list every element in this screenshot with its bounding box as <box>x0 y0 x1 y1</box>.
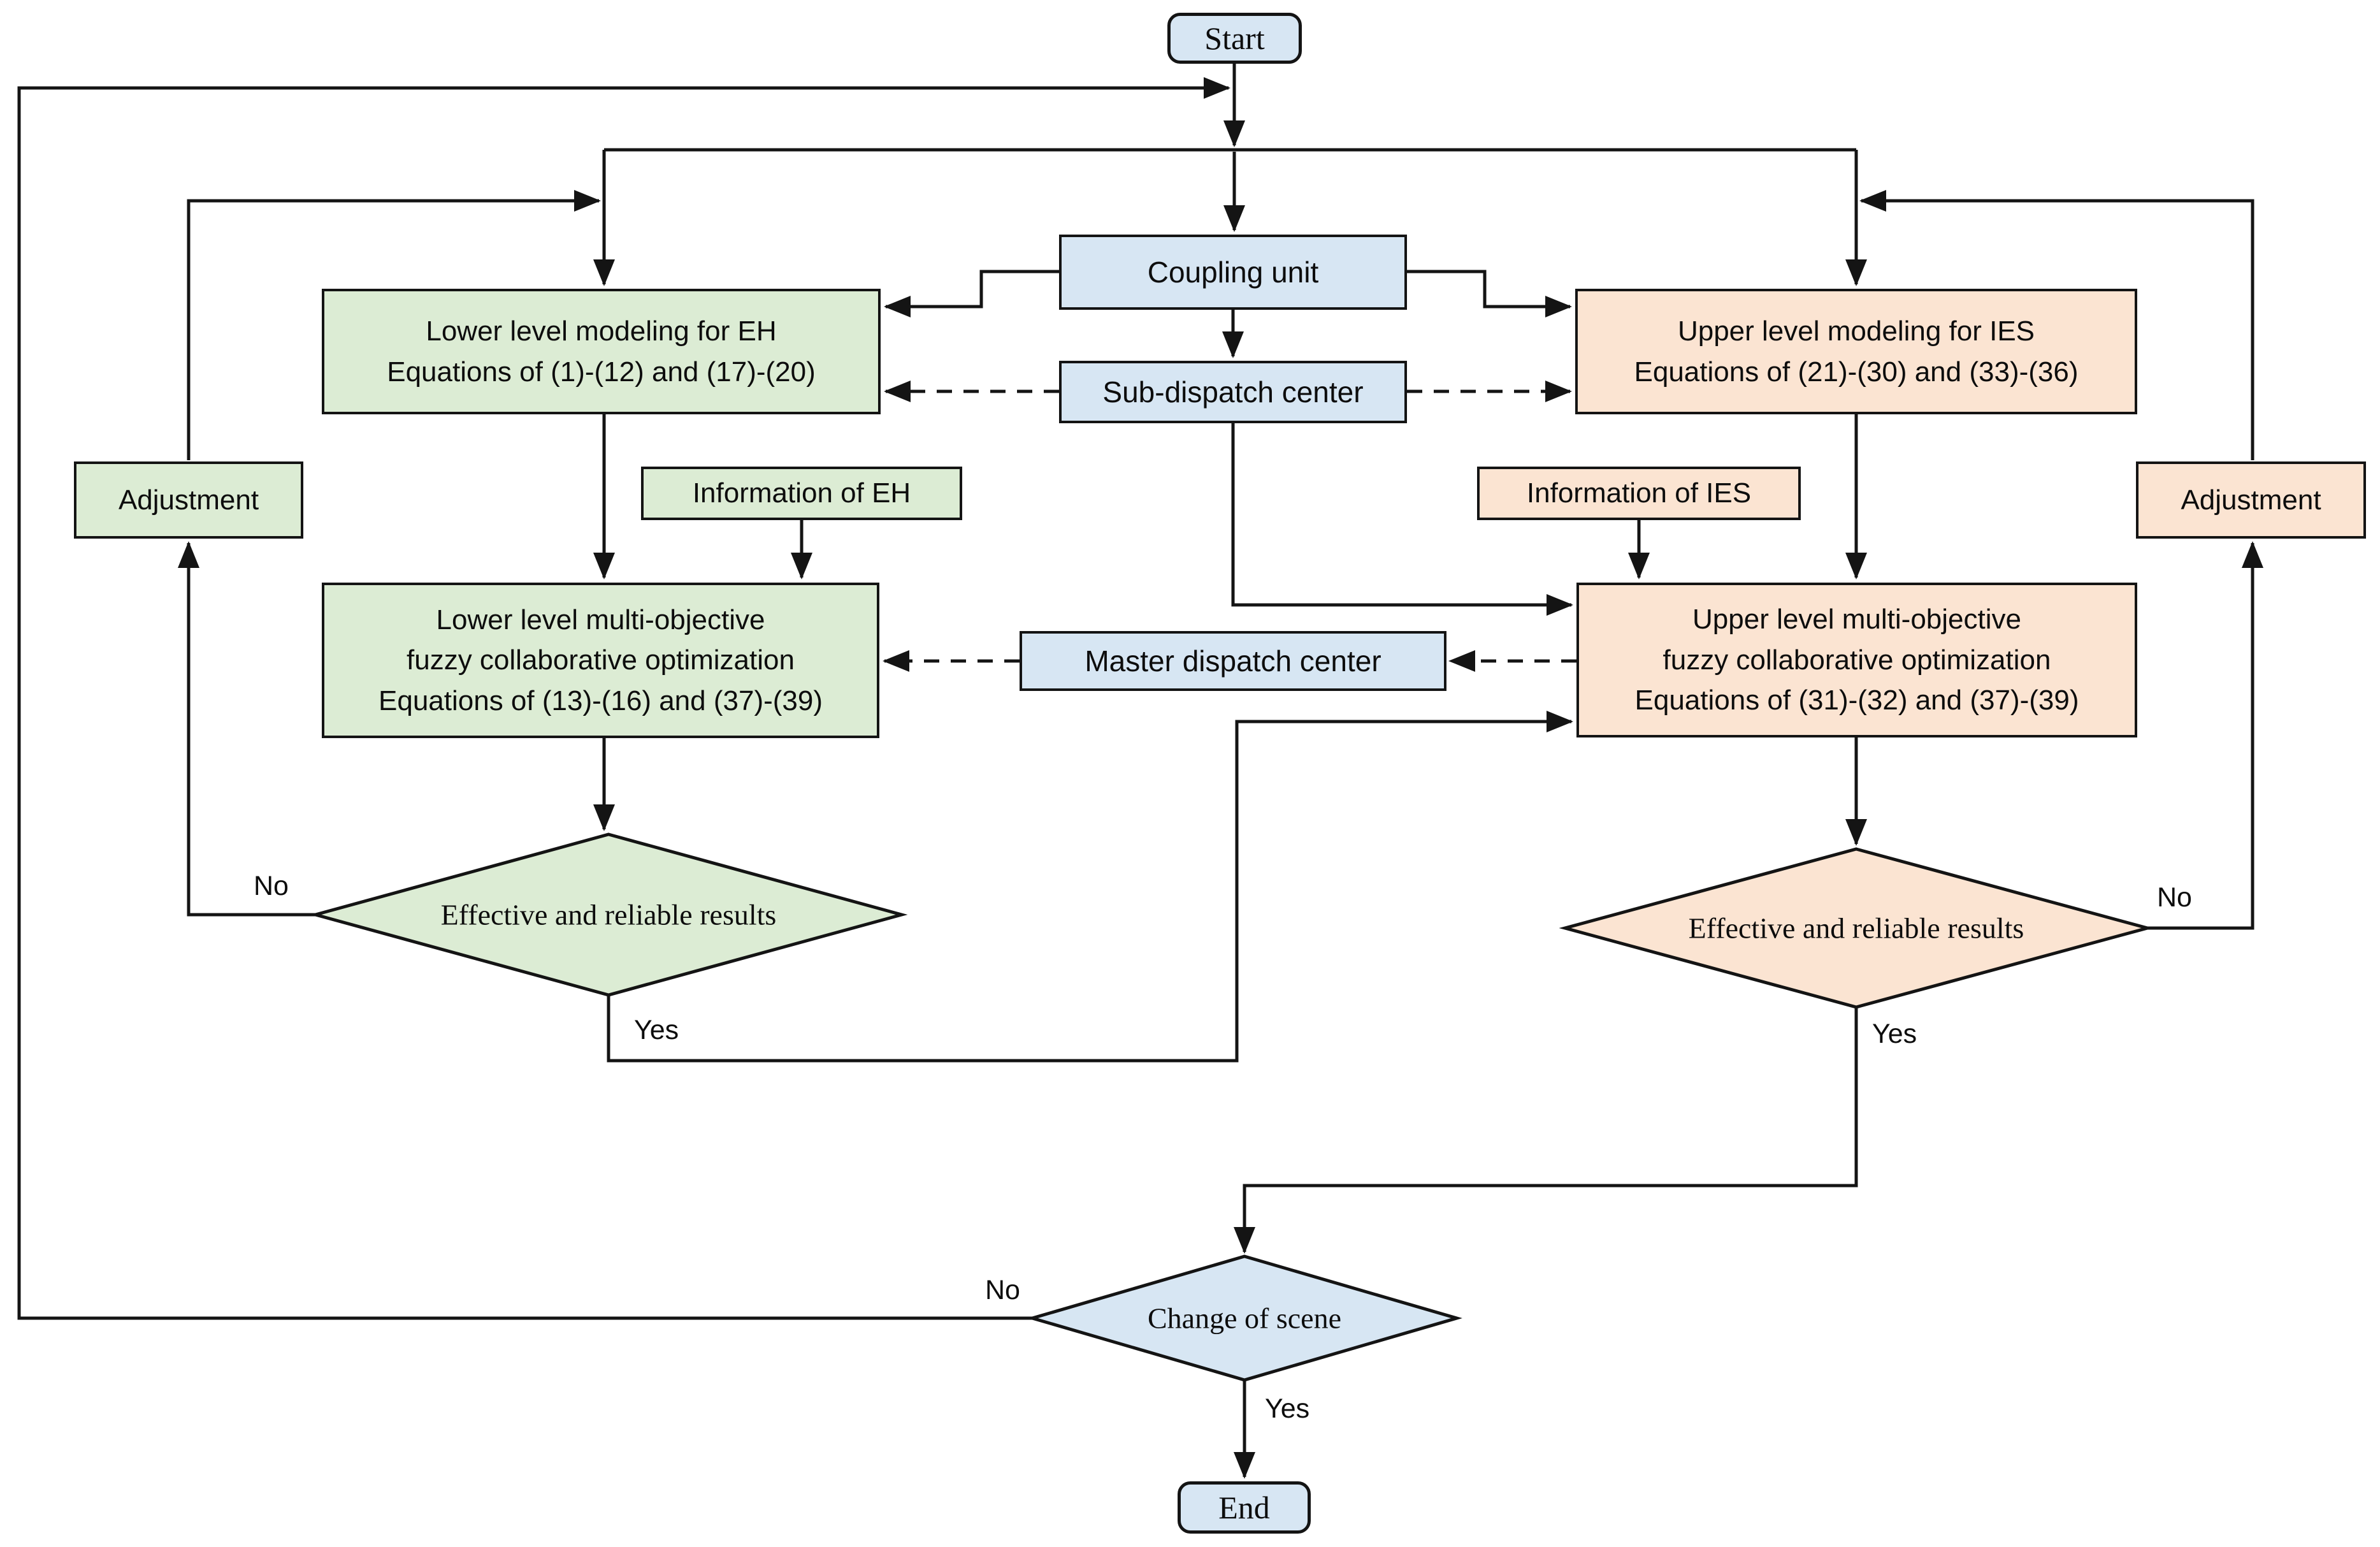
lower-level-modeling-node: Lower level modeling for EH Equations of… <box>322 289 881 414</box>
edge-decision-right-no <box>2147 541 2263 930</box>
edge-label-right-yes: Yes <box>1872 1019 1917 1049</box>
lower-level-multi-objective-node: Lower level multi-objective fuzzy collab… <box>322 583 879 738</box>
edge-label-right-no: No <box>2157 882 2192 913</box>
start-label: Start <box>1204 20 1265 56</box>
edge-change-no-loop <box>17 77 1230 1320</box>
sub-dispatch-center-label: Sub-dispatch center <box>1102 375 1364 409</box>
decision-change-label: Change of scene <box>1148 1302 1341 1335</box>
upper-level-modeling-node: Upper level modeling for IES Equations o… <box>1575 289 2137 414</box>
coupling-unit-node: Coupling unit <box>1059 235 1407 310</box>
edge-decision-left-no <box>178 541 315 917</box>
lower-multi-line1: Lower level multi-objective <box>436 604 765 636</box>
adjustment-right-label: Adjustment <box>2181 484 2321 516</box>
decision-left-label: Effective and reliable results <box>440 898 777 931</box>
upper-level-modeling-line1: Upper level modeling for IES <box>1677 316 2035 347</box>
sub-dispatch-center-node: Sub-dispatch center <box>1059 361 1407 423</box>
upper-level-multi-objective-node: Upper level multi-objective fuzzy collab… <box>1576 583 2137 737</box>
upper-level-modeling-line2: Equations of (21)-(30) and (33)-(36) <box>1634 356 2079 388</box>
edge-sub-dispatch-to-upper-multi <box>1231 423 1573 616</box>
adjustment-right-node: Adjustment <box>2136 461 2366 539</box>
lower-level-modeling-line1: Lower level modeling for EH <box>426 316 777 347</box>
edge-label-left-no: No <box>254 871 289 901</box>
upper-multi-line3: Equations of (31)-(32) and (37)-(39) <box>1634 685 2079 716</box>
adjustment-left-node: Adjustment <box>74 461 303 539</box>
edge-adjustment-right-return <box>1859 190 2254 460</box>
edge-coupling-to-lower-modeling <box>884 270 1059 317</box>
coupling-unit-label: Coupling unit <box>1147 255 1319 289</box>
edge-coupling-to-upper-modeling <box>1407 270 1572 317</box>
edge-label-change-yes: Yes <box>1265 1393 1310 1424</box>
upper-multi-line1: Upper level multi-objective <box>1692 604 2021 636</box>
end-label: End <box>1218 1490 1270 1525</box>
edge-decision-right-yes <box>1234 1007 1858 1254</box>
lower-multi-line3: Equations of (13)-(16) and (37)-(39) <box>379 685 823 716</box>
edge-label-change-no: No <box>985 1275 1020 1305</box>
upper-multi-line2: fuzzy collaborative optimization <box>1662 644 2051 676</box>
information-of-ies-node: Information of IES <box>1477 467 1801 520</box>
decision-right-diamond <box>1559 847 2154 1009</box>
decision-change-diamond <box>1027 1254 1462 1382</box>
edge-label-left-yes: Yes <box>634 1015 679 1045</box>
edge-adjustment-left-return <box>187 190 601 460</box>
start-node: Start <box>1167 13 1302 64</box>
decision-left-diamond <box>309 832 908 997</box>
decision-right-label: Effective and reliable results <box>1688 911 2024 945</box>
information-of-ies-label: Information of IES <box>1526 477 1752 509</box>
adjustment-left-label: Adjustment <box>118 484 259 516</box>
master-dispatch-center-label: Master dispatch center <box>1085 644 1381 678</box>
information-of-eh-label: Information of EH <box>692 477 911 509</box>
edge-decision-left-yes <box>607 711 1573 1063</box>
end-node: End <box>1178 1481 1311 1534</box>
lower-level-modeling-line2: Equations of (1)-(12) and (17)-(20) <box>387 356 816 388</box>
lower-multi-line2: fuzzy collaborative optimization <box>407 644 795 676</box>
master-dispatch-center-node: Master dispatch center <box>1020 631 1446 691</box>
information-of-eh-node: Information of EH <box>641 467 962 520</box>
